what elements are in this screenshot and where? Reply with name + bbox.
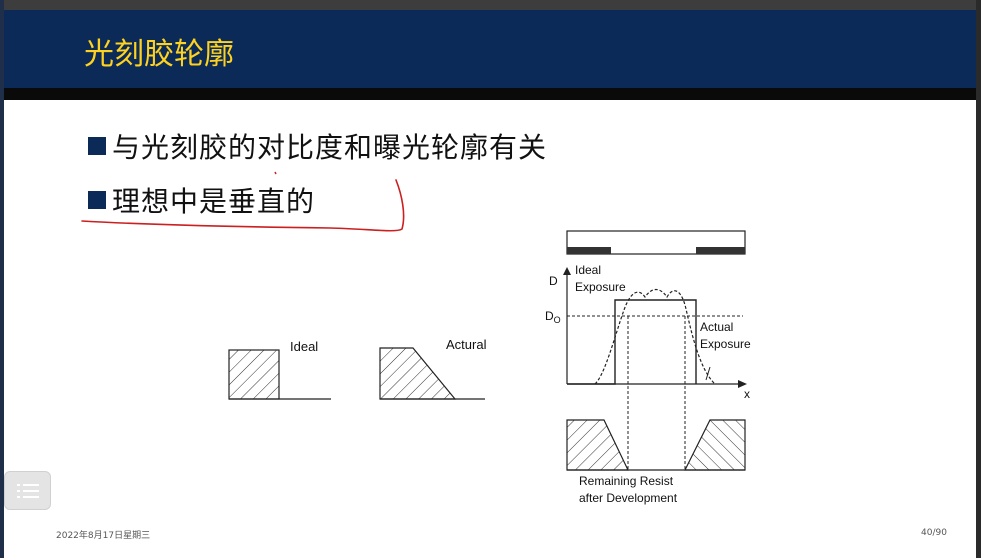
actual-profile-shape (379, 347, 457, 400)
page-number: 40/90 (921, 528, 947, 538)
actual-exposure-curve (594, 288, 716, 385)
ideal-label: Ideal (290, 339, 318, 354)
x-axis-label: x (744, 387, 750, 401)
bullet-item-1: 与光刻胶的对比度和曝光轮廓有关 (88, 126, 547, 166)
window-left-edge (0, 0, 4, 558)
bullet-item-2: 理想中是垂直的 (88, 180, 315, 220)
red-tick-annotation (274, 171, 277, 175)
bullet-text-2: 理想中是垂直的 (112, 185, 316, 218)
slide-menu-button[interactable] (4, 471, 51, 510)
window-top-strip (0, 0, 981, 10)
slide-title: 光刻胶轮廓 (84, 37, 234, 72)
threshold-label: DO (545, 309, 561, 325)
ideal-exposure-curve (567, 299, 697, 385)
x-axis-arrow-icon (738, 380, 747, 388)
bullet-square-icon (88, 191, 106, 209)
y-axis-arrow-icon (563, 267, 571, 275)
y-axis-label: D (549, 274, 558, 288)
scrollbar[interactable] (976, 0, 981, 558)
remaining-resist-left (566, 419, 629, 471)
mask-chrome-left (567, 247, 611, 254)
list-menu-icon (16, 483, 39, 498)
bullet-square-icon (88, 137, 106, 155)
remaining-resist-right (684, 419, 746, 471)
ideal-profile-shape (228, 349, 280, 400)
profile-comparison-figure: Ideal Actural (228, 337, 487, 400)
bullet-text-1: 与光刻胶的对比度和曝光轮廓有关 (112, 131, 548, 164)
footer-date: 2022年8月17日星期三 (56, 531, 151, 541)
actual-label: Actural (446, 337, 487, 352)
actual-exposure-pointer (705, 366, 711, 381)
slide-header: 光刻胶轮廓 (4, 10, 976, 88)
mask-chrome-right (696, 247, 745, 254)
header-divider (4, 88, 976, 100)
red-underline-annotation (81, 179, 405, 232)
